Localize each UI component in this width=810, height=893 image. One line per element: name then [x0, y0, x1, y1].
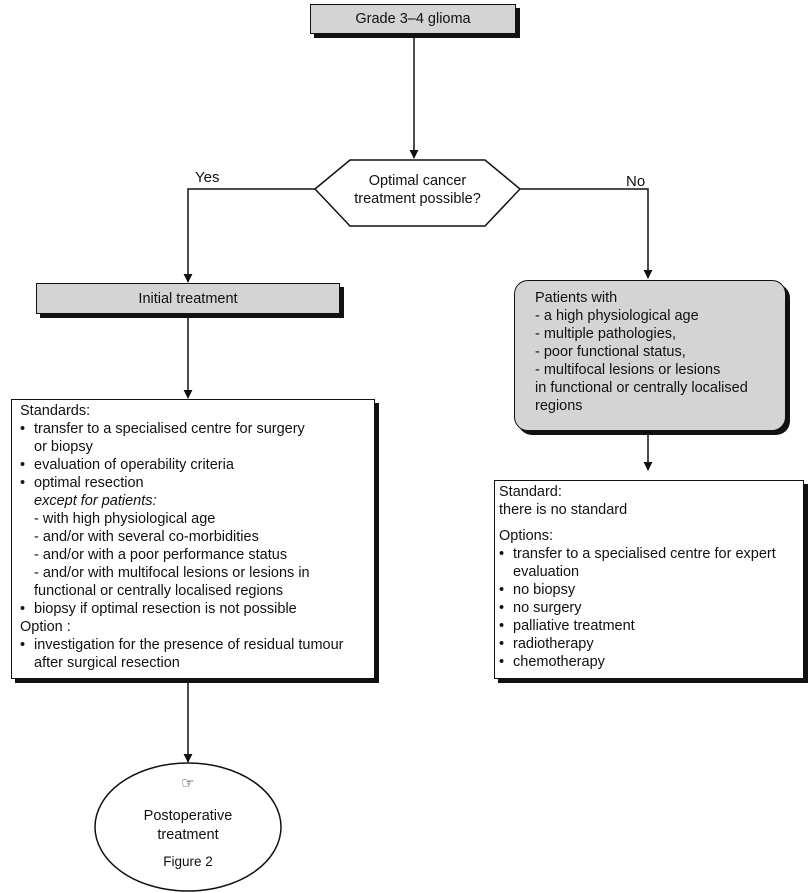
except-item-4b: functional or centrally localised region… — [34, 583, 284, 599]
options-item-5: radiotherapy — [499, 635, 799, 653]
options-item-2: no biopsy — [499, 581, 799, 599]
patients-box: Patients with - a high physiological age… — [514, 280, 786, 431]
decision-line-1: Optimal cancer — [368, 173, 467, 189]
option-heading: Option : — [20, 619, 71, 635]
arrow-yes-branch — [183, 188, 315, 283]
options-item-4: palliative treatment — [499, 617, 799, 635]
except-item-4a: - and/or with multifocal lesions or lesi… — [34, 565, 310, 581]
patients-item-4c: regions — [535, 398, 583, 414]
patients-item-1: - a high physiological age — [535, 308, 699, 324]
postoperative-ellipse — [94, 762, 282, 892]
standards-box: Standards: transfer to a specialised cen… — [11, 399, 375, 679]
yes-label: Yes — [195, 169, 220, 186]
arrow-no-branch — [520, 188, 653, 279]
standards-heading: Standards: — [20, 403, 91, 419]
except-item-1: - with high physiological age — [34, 511, 216, 527]
options-item-6: chemotherapy — [499, 653, 799, 671]
standard-item-4: biopsy if optimal resection is not possi… — [20, 600, 370, 618]
decision-line-2: treatment possible? — [354, 191, 481, 207]
standard-item-3: optimal resection — [20, 474, 370, 492]
standard-item-1a: transfer to a specialised centre for sur… — [20, 420, 370, 438]
patients-heading: Patients with — [535, 290, 618, 306]
patients-item-2: - multiple pathologies, — [535, 326, 677, 342]
grade-glioma-box: Grade 3–4 glioma — [310, 4, 516, 34]
option-item-1b: after surgical resection — [34, 655, 180, 671]
patients-item-3: - poor functional status, — [535, 344, 686, 360]
initial-treatment-label: Initial treatment — [138, 290, 238, 307]
options-item-1b: evaluation — [513, 564, 580, 580]
option-item-1a: investigation for the presence of residu… — [20, 636, 370, 654]
no-standard-box: Standard: there is no standard Options: … — [494, 480, 804, 679]
standard-heading: Standard: — [499, 484, 562, 500]
options-heading: Options: — [499, 528, 553, 544]
patients-item-4b: in functional or centrally localised — [535, 380, 748, 396]
ellipse-line-2: treatment — [157, 827, 219, 843]
standard-item-2: evaluation of operability criteria — [20, 456, 370, 474]
standard-text: there is no standard — [499, 502, 628, 518]
ellipse-text: Postoperative treatment Figure 2 — [108, 807, 268, 871]
except-item-3: - and/or with a poor performance status — [34, 547, 288, 563]
initial-treatment-box: Initial treatment — [36, 283, 340, 314]
ellipse-line-1: Postoperative — [143, 808, 233, 824]
except-heading: except for patients: — [34, 493, 157, 509]
no-label: No — [626, 173, 646, 190]
options-item-1a: transfer to a specialised centre for exp… — [499, 545, 799, 563]
standard-item-1b: or biopsy — [34, 439, 93, 455]
decision-text: Optimal cancer treatment possible? — [340, 172, 495, 208]
patients-item-4a: - multifocal lesions or lesions — [535, 362, 721, 378]
except-item-2: - and/or with several co-morbidities — [34, 529, 259, 545]
pointing-hand-icon[interactable]: ☞ — [181, 775, 195, 792]
figure-reference[interactable]: Figure 2 — [163, 854, 213, 869]
options-item-3: no surgery — [499, 599, 799, 617]
grade-glioma-label: Grade 3–4 glioma — [355, 11, 471, 27]
